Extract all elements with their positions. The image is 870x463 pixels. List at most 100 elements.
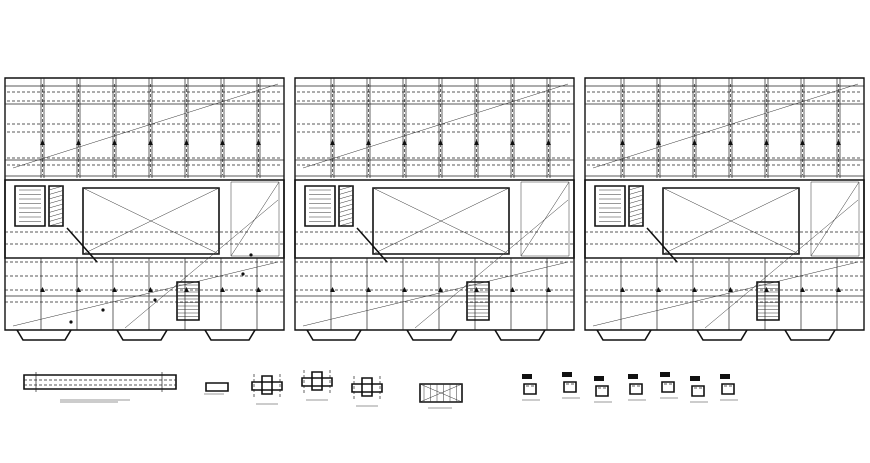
bay-projection [117, 330, 167, 340]
section-marker [728, 140, 733, 145]
section-header-bar [522, 374, 532, 379]
section-marker [112, 140, 117, 145]
bay-projection [205, 330, 255, 340]
stair-block [15, 186, 45, 226]
panel-brace [420, 384, 462, 402]
hatch-line [629, 186, 643, 190]
section-marker [620, 287, 625, 292]
section-marker [656, 287, 661, 292]
section-header-bar [690, 376, 700, 381]
hatch-line [49, 186, 63, 190]
section-marker [764, 140, 769, 145]
hatch-line [49, 200, 63, 204]
small-section-5 [660, 372, 678, 398]
dimension-dot [69, 320, 73, 324]
plan-outline [5, 78, 284, 330]
hatch-line [339, 200, 353, 204]
beam-section [204, 383, 228, 394]
middle-bay [295, 180, 574, 258]
section-marker [836, 140, 841, 145]
beam-body [24, 375, 176, 389]
void-opening [83, 188, 219, 254]
angled-wall [67, 228, 97, 262]
section-marker [836, 287, 841, 292]
bay-projection [495, 330, 545, 340]
section-header-bar [720, 374, 730, 379]
hatch-line [49, 195, 63, 199]
hatch-line [339, 186, 353, 190]
floor-plans-group [5, 78, 864, 340]
section-marker [510, 287, 515, 292]
floor-plan-2 [295, 78, 574, 340]
section-marker [438, 140, 443, 145]
hatch-line [49, 191, 63, 195]
section-marker [474, 287, 479, 292]
hatch-line [339, 222, 353, 226]
section-marker [692, 140, 697, 145]
section-marker [510, 140, 515, 145]
void-cross [83, 188, 219, 254]
section-marker [764, 287, 769, 292]
section-marker [402, 140, 407, 145]
floor-plan-1 [5, 78, 284, 340]
plan-outline [585, 78, 864, 330]
lower-stair [757, 282, 779, 320]
section-header-bar [594, 376, 604, 381]
hatch-line [339, 213, 353, 217]
small-section-3 [594, 376, 612, 402]
small-section-7 [720, 374, 738, 400]
section-profile [564, 382, 576, 392]
section-header-bar [562, 372, 572, 377]
hatch-line [339, 204, 353, 208]
section-marker [474, 140, 479, 145]
small-section-6 [690, 376, 708, 402]
small-section-2 [562, 372, 580, 398]
stair-block [305, 186, 335, 226]
column-section-1 [252, 374, 282, 404]
small-section-1 [522, 374, 540, 400]
bay-projection [17, 330, 71, 340]
section-header-bar [660, 372, 670, 377]
middle-bay [585, 180, 864, 258]
section-marker [656, 140, 661, 145]
section-marker [148, 140, 153, 145]
mesh-panel [420, 384, 462, 408]
section-profile [662, 382, 674, 392]
detail-sections-group [24, 370, 738, 408]
span-diagonal [593, 262, 858, 326]
column-stem [312, 372, 322, 390]
section-profile [596, 386, 608, 396]
hatch-line [629, 191, 643, 195]
section-marker [800, 140, 805, 145]
span-diagonal [13, 84, 278, 168]
section-marker [620, 140, 625, 145]
section-marker [184, 287, 189, 292]
section-profile [692, 386, 704, 396]
section-marker [402, 287, 407, 292]
void-cross [663, 188, 799, 254]
hatch-line [49, 204, 63, 208]
bay-projection [307, 330, 361, 340]
hatch-line [629, 218, 643, 222]
section-marker [330, 287, 335, 292]
side-bay [521, 182, 569, 256]
hatch-line [629, 204, 643, 208]
section-marker [184, 140, 189, 145]
section-marker [76, 140, 81, 145]
section-body [206, 383, 228, 391]
bay-projection [407, 330, 457, 340]
bay-projection [597, 330, 651, 340]
lower-stair [177, 282, 199, 320]
section-marker [256, 287, 261, 292]
hatch-line [49, 222, 63, 226]
void-cross [373, 188, 509, 254]
section-header-bar [628, 374, 638, 379]
section-profile [524, 384, 536, 394]
hatch-line [49, 213, 63, 217]
section-marker [546, 287, 551, 292]
plan-outline [295, 78, 574, 330]
span-diagonal [303, 262, 568, 326]
column-section-2 [302, 370, 332, 400]
hatch-line [629, 209, 643, 213]
